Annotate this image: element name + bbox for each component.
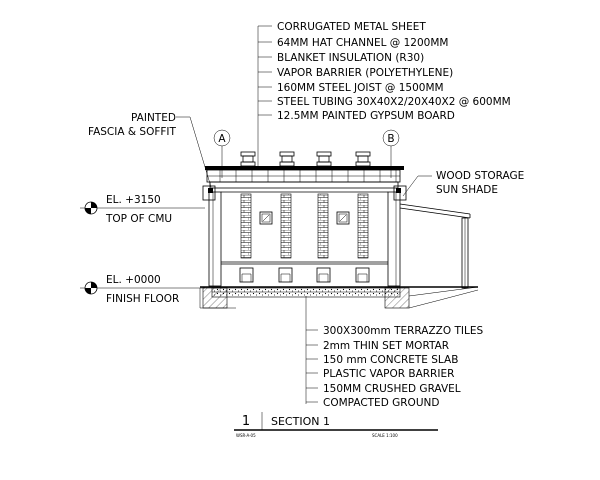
elev-floor-name: FINISH FLOOR xyxy=(106,293,179,305)
grid-marker-a: A xyxy=(213,129,231,178)
roof-callout-5: 160MM STEEL JOIST @ 1500MM xyxy=(277,82,444,94)
grid-a-label: A xyxy=(218,133,226,145)
roof-callout-7: 12.5MM PAINTED GYPSUM BOARD xyxy=(277,110,455,122)
sheet-ref: WSR-A-05 xyxy=(236,433,256,438)
grid-b-label: B xyxy=(387,133,394,145)
scale-note: SCALE 1:100 xyxy=(372,433,398,438)
floor-slab xyxy=(199,286,479,309)
interior-fixtures xyxy=(221,261,388,283)
wall-openings xyxy=(259,211,350,225)
floor-callout-6: COMPACTED GROUND xyxy=(323,397,439,409)
roof-vents xyxy=(240,151,371,167)
floor-callout-3: 150 mm CONCRETE SLAB xyxy=(323,354,458,366)
floor-callout-5: 150MM CRUSHED GRAVEL xyxy=(323,383,461,395)
section-number: 1 xyxy=(242,414,250,429)
floor-callout-leaders xyxy=(305,296,318,404)
roof-assembly xyxy=(202,166,407,201)
title-block: 1 SECTION 1 WSR-A-05 SCALE 1:100 xyxy=(234,412,438,438)
roof-callout-leaders xyxy=(257,25,272,170)
roof-callout-2: 64MM HAT CHANNEL @ 1200MM xyxy=(277,37,448,49)
floor-callout-2: 2mm THIN SET MORTAR xyxy=(323,340,449,352)
fascia-label-line-2: FASCIA & SOFFIT xyxy=(88,126,177,138)
shade-label-line-2: SUN SHADE xyxy=(436,184,498,196)
cmu-walls xyxy=(208,191,401,287)
elev-floor-value: EL. +0000 xyxy=(106,274,161,286)
brick-piers xyxy=(240,193,369,259)
section-title: SECTION 1 xyxy=(271,415,330,428)
roof-callout-3: BLANKET INSULATION (R30) xyxy=(277,52,424,64)
elevation-marker-top: EL. +3150 TOP OF CMU xyxy=(80,194,205,225)
roof-callout-6: STEEL TUBING 30X40X2/20X40X2 @ 600MM xyxy=(277,96,511,108)
roof-callout-list: CORRUGATED METAL SHEET 64MM HAT CHANNEL … xyxy=(277,21,511,122)
sun-shade xyxy=(399,203,471,289)
elevation-marker-floor: EL. +0000 FINISH FLOOR xyxy=(80,274,205,305)
roof-callout-4: VAPOR BARRIER (POLYETHYLENE) xyxy=(277,67,453,79)
fascia-label: PAINTED FASCIA & SOFFIT xyxy=(88,112,212,188)
floor-callout-4: PLASTIC VAPOR BARRIER xyxy=(323,368,454,380)
roof-callout-1: CORRUGATED METAL SHEET xyxy=(277,21,426,33)
grid-marker-b: B xyxy=(382,129,400,178)
floor-callout-list: 300X300mm TERRAZZO TILES 2mm THIN SET MO… xyxy=(323,325,483,409)
floor-callout-1: 300X300mm TERRAZZO TILES xyxy=(323,325,483,337)
elev-top-value: EL. +3150 xyxy=(106,194,161,206)
shade-label: WOOD STORAGE SUN SHADE xyxy=(402,170,524,197)
fascia-label-line-1: PAINTED xyxy=(131,112,176,124)
elev-top-name: TOP OF CMU xyxy=(105,213,172,225)
shade-label-line-1: WOOD STORAGE xyxy=(436,170,524,182)
